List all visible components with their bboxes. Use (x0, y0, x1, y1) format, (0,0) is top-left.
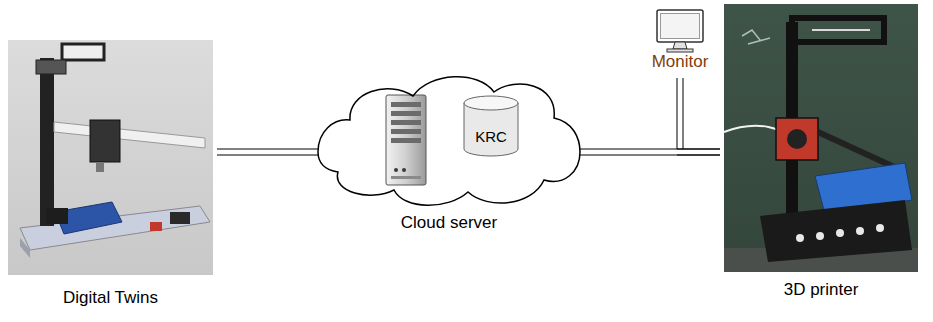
node-label: Digital Twins (4, 288, 217, 308)
double-line-connector (677, 78, 720, 155)
node-label: Monitor (636, 52, 724, 72)
printer-photo (724, 4, 918, 272)
connector-rail (217, 149, 318, 150)
connector-rail (677, 155, 720, 156)
connector-rail (580, 149, 720, 150)
cloud-shape: Cloud server KRC (318, 70, 580, 236)
double-line-connector (580, 149, 720, 155)
image-panel: 3D printer (720, 4, 922, 310)
cloud-path (318, 77, 580, 206)
monitor-node: Monitor (636, 8, 724, 78)
server-icon (386, 95, 426, 185)
cylinder-outline (463, 95, 519, 157)
connector-rail (677, 149, 720, 150)
monitor-icon (657, 10, 703, 52)
node-label: Cloud server (318, 213, 580, 233)
double-line-connector (217, 149, 318, 155)
digital-twin-render (8, 40, 213, 275)
cylinder-body (464, 103, 518, 156)
cylinder-top (464, 96, 518, 110)
database-cylinder: KRC (463, 95, 519, 157)
node-label: KRC (463, 128, 519, 146)
image-panel: Digital Twins (4, 40, 217, 310)
cloud-outline (318, 70, 580, 210)
node-label: 3D printer (720, 280, 922, 300)
connector-rail (217, 155, 318, 156)
connector-rail (683, 78, 684, 149)
connector-rail (677, 78, 678, 149)
connector-rail (580, 155, 720, 156)
